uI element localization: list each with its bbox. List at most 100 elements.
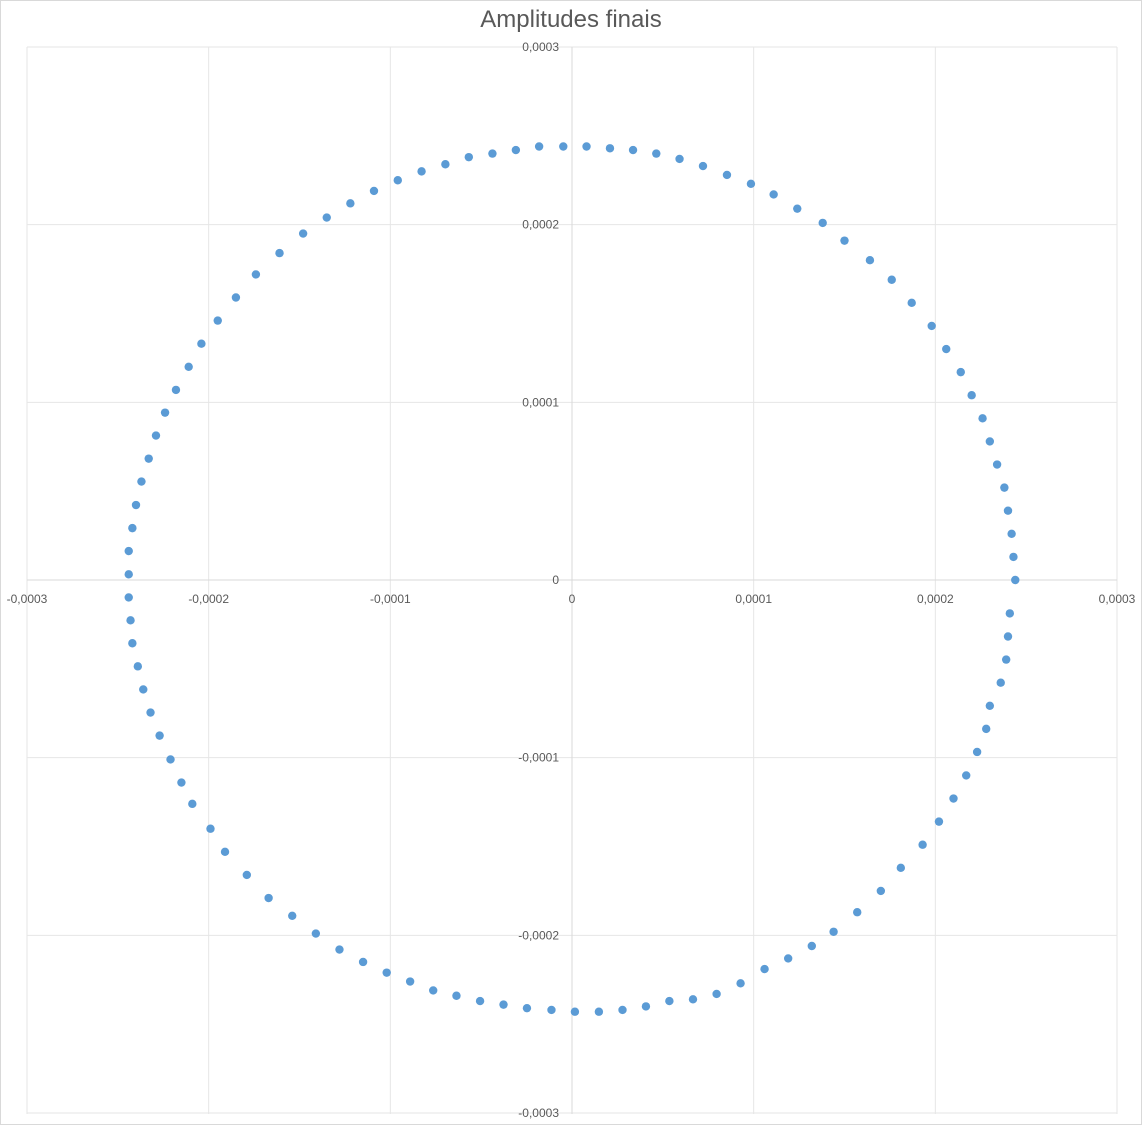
data-point xyxy=(177,778,186,787)
data-point xyxy=(124,593,133,602)
data-point xyxy=(264,893,273,903)
data-point xyxy=(124,546,133,556)
data-point xyxy=(956,367,965,377)
data-point xyxy=(452,991,461,1000)
data-point xyxy=(213,316,222,325)
data-point xyxy=(346,199,355,208)
data-point xyxy=(722,170,732,180)
data-point xyxy=(1003,506,1013,515)
data-point xyxy=(594,1007,604,1016)
data-point xyxy=(382,968,391,977)
data-point xyxy=(464,152,474,162)
data-point xyxy=(896,863,906,873)
y-tick-label: 0,0001 xyxy=(522,395,559,409)
data-points xyxy=(124,142,1020,1016)
data-point xyxy=(760,964,769,974)
data-point xyxy=(522,1003,532,1013)
data-point xyxy=(641,1002,651,1011)
data-point xyxy=(688,995,698,1004)
data-point xyxy=(942,344,951,354)
data-point xyxy=(972,747,982,757)
x-tick-label: 0,0002 xyxy=(917,592,954,606)
data-point xyxy=(128,523,137,533)
data-point xyxy=(746,179,756,189)
x-tick-label: -0,0003 xyxy=(7,592,48,606)
data-point xyxy=(275,248,284,258)
x-tick-label: 0,0001 xyxy=(735,592,772,606)
data-point xyxy=(322,213,331,222)
data-point xyxy=(441,160,450,169)
x-tick-label: 0,0003 xyxy=(1099,592,1136,606)
data-point xyxy=(853,908,862,917)
data-point xyxy=(1000,483,1009,492)
data-point xyxy=(288,911,297,920)
data-point xyxy=(783,954,793,963)
y-tick-label: 0,0002 xyxy=(522,218,559,232)
data-point xyxy=(146,708,155,717)
data-point xyxy=(927,321,936,331)
data-point xyxy=(818,218,827,228)
data-point xyxy=(171,385,181,395)
data-point xyxy=(251,270,261,279)
data-point xyxy=(184,362,193,371)
data-point xyxy=(865,256,875,265)
data-point xyxy=(511,145,521,155)
axes xyxy=(27,47,1117,1114)
data-point xyxy=(1003,632,1013,641)
x-tick-label: -0,0002 xyxy=(188,592,229,606)
data-point xyxy=(652,149,661,158)
data-point xyxy=(967,391,976,400)
y-tick-label: -0,0002 xyxy=(518,928,559,942)
data-point xyxy=(335,945,344,954)
data-point xyxy=(1005,609,1015,618)
x-tick-label: 0 xyxy=(569,592,576,606)
data-point xyxy=(807,941,816,951)
data-point xyxy=(231,293,241,302)
data-point xyxy=(298,229,308,238)
data-point xyxy=(369,186,379,196)
data-point xyxy=(985,701,995,710)
data-point xyxy=(475,996,485,1006)
data-point xyxy=(126,616,135,625)
data-point xyxy=(188,799,197,809)
data-point xyxy=(582,142,591,151)
data-point xyxy=(1001,655,1011,664)
y-tick-label: 0,0003 xyxy=(522,40,559,54)
data-point xyxy=(918,840,927,849)
data-point xyxy=(137,477,146,486)
data-point xyxy=(220,847,230,857)
data-point xyxy=(712,989,721,999)
data-point xyxy=(139,685,148,694)
data-point xyxy=(978,414,987,423)
data-point xyxy=(160,408,170,417)
y-tick-label: 0 xyxy=(552,573,559,587)
chart-title: Amplitudes finais xyxy=(480,6,662,33)
data-point xyxy=(144,454,153,463)
data-point xyxy=(618,1005,627,1015)
data-point xyxy=(311,929,321,938)
data-point xyxy=(675,154,684,164)
data-point xyxy=(131,500,141,510)
data-point xyxy=(417,167,426,176)
data-point xyxy=(570,1007,580,1016)
data-point xyxy=(829,927,838,936)
data-point xyxy=(206,824,215,833)
data-point xyxy=(769,190,778,199)
data-point xyxy=(547,1005,556,1015)
data-point xyxy=(934,817,944,826)
data-point xyxy=(128,639,137,648)
y-tick-label: -0,0003 xyxy=(518,1106,559,1120)
data-point xyxy=(992,460,1002,469)
data-point xyxy=(1007,529,1016,539)
data-point xyxy=(151,431,161,440)
data-point xyxy=(155,731,164,740)
data-point xyxy=(393,176,402,185)
data-point xyxy=(133,662,143,671)
data-point xyxy=(840,236,849,245)
data-point xyxy=(197,339,206,348)
data-point xyxy=(962,771,971,780)
data-point xyxy=(1009,552,1018,562)
data-point xyxy=(534,142,544,151)
